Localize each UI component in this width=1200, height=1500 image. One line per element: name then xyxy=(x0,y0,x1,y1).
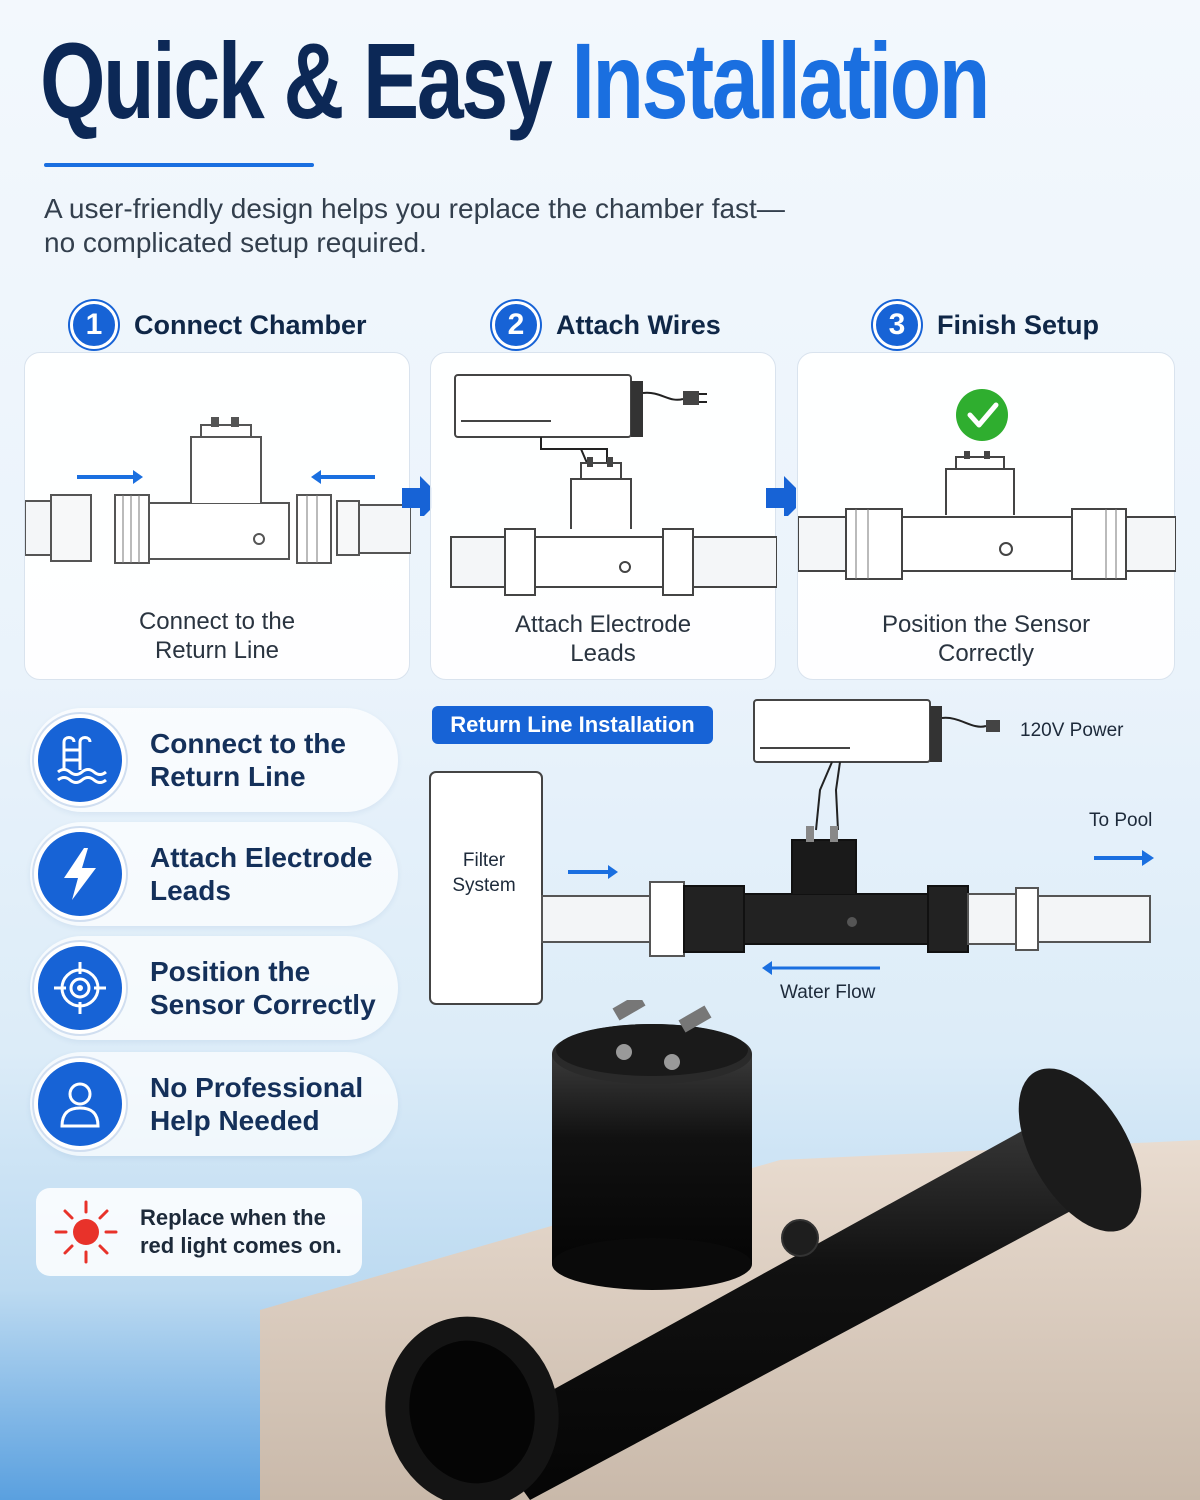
step-caption-3-line1: Position the Sensor xyxy=(881,611,1091,638)
feature-2-line2: Leads xyxy=(150,875,231,906)
feature-4-line1: No Professional xyxy=(150,1072,364,1103)
step-label-1: Connect Chamber xyxy=(134,309,367,340)
step-card-1: Connect to the Return Line xyxy=(24,352,411,680)
feature-text-4: No Professional Help Needed xyxy=(150,1071,363,1137)
feature-1-line2: Return Line xyxy=(150,761,306,792)
feature-text-3: Position the Sensor Correctly xyxy=(150,955,376,1021)
step-heading-2: 2 Attach Wires xyxy=(492,300,721,350)
subtitle-line1: A user-friendly design helps you replace… xyxy=(44,193,785,224)
next-arrow-1-icon xyxy=(402,476,432,516)
chamber-product-image xyxy=(260,1000,1200,1500)
to-pool-label: To Pool xyxy=(1089,810,1153,831)
lightning-icon xyxy=(34,828,126,920)
feature-return-line: Connect to the Return Line xyxy=(30,708,398,812)
return-line-badge: Return Line Installation xyxy=(432,706,713,744)
title-part1: Quick & Easy xyxy=(40,20,553,141)
return-line-diagram xyxy=(429,699,1154,1005)
step-number-2: 2 xyxy=(492,301,540,349)
step-caption-2-line2: Leads xyxy=(570,640,636,667)
feature-3-line2: Sensor Correctly xyxy=(150,989,376,1020)
target-icon xyxy=(34,942,126,1034)
feature-text-2: Attach Electrode Leads xyxy=(150,841,373,907)
person-icon xyxy=(34,1058,126,1150)
red-light-icon xyxy=(54,1200,118,1264)
step-label-3: Finish Setup xyxy=(937,309,1099,340)
feature-no-professional: No Professional Help Needed xyxy=(30,1052,398,1156)
step-card-3: Position the Sensor Correctly xyxy=(797,352,1176,680)
finish-setup-illustration xyxy=(798,389,1176,580)
step-card-2: Attach Electrode Leads xyxy=(430,352,777,680)
step-caption-1: Connect to the Return Line xyxy=(25,607,409,665)
step-caption-3: Position the Sensor Correctly xyxy=(798,610,1174,668)
step-caption-1-line2: Return Line xyxy=(154,637,280,664)
pool-icon xyxy=(34,714,126,806)
filter-line2: System xyxy=(452,875,516,896)
step-caption-3-line2: Correctly xyxy=(937,640,1034,667)
feature-4-line2: Help Needed xyxy=(150,1105,320,1136)
feature-2-line1: Attach Electrode xyxy=(150,842,373,873)
title-part2: Installation xyxy=(571,20,990,141)
feature-3-line1: Position the xyxy=(150,956,311,987)
replace-warning: Replace when the red light comes on. xyxy=(36,1188,362,1276)
subtitle-line2: no complicated setup required. xyxy=(44,227,427,258)
title-underline xyxy=(44,163,314,167)
filter-label: Filter System xyxy=(452,848,516,898)
subtitle: A user-friendly design helps you replace… xyxy=(44,192,824,260)
step-caption-2: Attach Electrode Leads xyxy=(431,610,775,668)
warning-text: Replace when the red light comes on. xyxy=(140,1204,342,1260)
step-number-3: 3 xyxy=(873,301,921,349)
attach-wires-illustration xyxy=(450,374,777,596)
step-caption-1-line1: Connect to the xyxy=(138,608,296,635)
step-caption-2-line1: Attach Electrode xyxy=(514,611,692,638)
filter-line1: Filter xyxy=(462,850,506,871)
warning-line2: red light comes on. xyxy=(140,1233,342,1258)
warning-line1: Replace when the xyxy=(140,1205,326,1230)
step-heading-1: 1 Connect Chamber xyxy=(70,300,367,350)
water-flow-label: Water Flow xyxy=(780,982,876,1003)
step-heading-3: 3 Finish Setup xyxy=(873,300,1099,350)
page-title: Quick & Easy Installation xyxy=(40,18,990,143)
feature-sensor: Position the Sensor Correctly xyxy=(30,936,398,1040)
step-label-2: Attach Wires xyxy=(556,309,721,340)
feature-1-line1: Connect to the xyxy=(150,728,346,759)
next-arrow-2-icon xyxy=(766,476,796,516)
connect-chamber-illustration xyxy=(25,417,411,564)
step-number-1: 1 xyxy=(70,301,118,349)
power-label: 120V Power xyxy=(1020,720,1124,741)
feature-electrode-leads: Attach Electrode Leads xyxy=(30,822,398,926)
checkmark-icon xyxy=(956,389,1008,441)
feature-text-1: Connect to the Return Line xyxy=(150,727,346,793)
